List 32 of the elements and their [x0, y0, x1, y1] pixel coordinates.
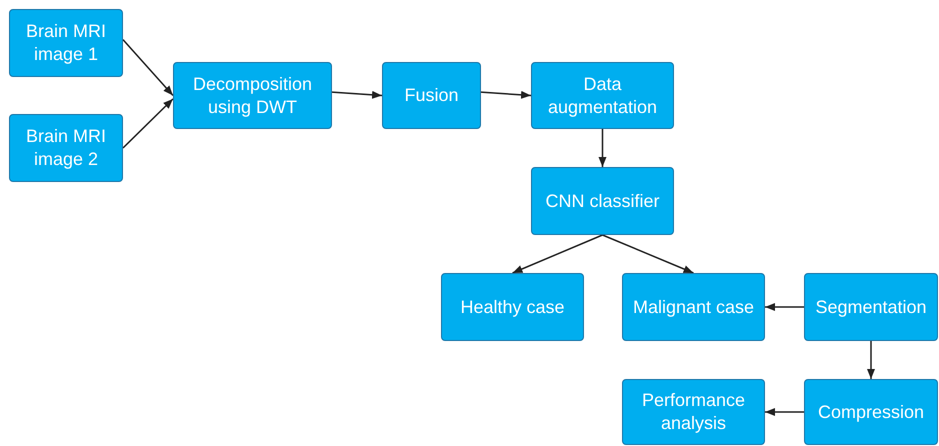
box-label: Data augmentation	[546, 72, 658, 118]
box-label: Compression	[818, 400, 924, 424]
box-label: CNN classifier	[545, 190, 660, 212]
arrow	[598, 129, 606, 167]
arrow	[765, 408, 804, 416]
arrow	[122, 98, 174, 149]
process-box	[622, 273, 765, 341]
process-box	[804, 273, 938, 341]
arrow	[122, 39, 174, 96]
box-label: Healthy case	[460, 296, 565, 318]
box-label: Fusion	[404, 84, 459, 107]
arrow	[480, 90, 532, 99]
process-box	[531, 62, 674, 129]
process-box	[622, 379, 765, 445]
arrow	[602, 234, 694, 274]
process-box	[441, 273, 584, 341]
box-label: Malignant case	[632, 296, 754, 318]
arrow	[765, 303, 804, 311]
process-box	[531, 167, 674, 235]
arrow	[867, 341, 875, 379]
process-box	[804, 379, 938, 445]
process-box	[9, 114, 123, 182]
arrow	[332, 90, 382, 99]
arrow	[512, 234, 603, 274]
box-label: Brain MRI image 1	[24, 20, 107, 66]
box-label: Performance analysis	[640, 389, 746, 435]
box-label: Segmentation	[815, 296, 927, 318]
process-box	[9, 9, 123, 77]
box-label: Brain MRI image 2	[24, 125, 107, 171]
box-label: Decomposition using DWT	[192, 72, 314, 118]
process-box	[173, 62, 332, 129]
process-box	[382, 62, 481, 129]
